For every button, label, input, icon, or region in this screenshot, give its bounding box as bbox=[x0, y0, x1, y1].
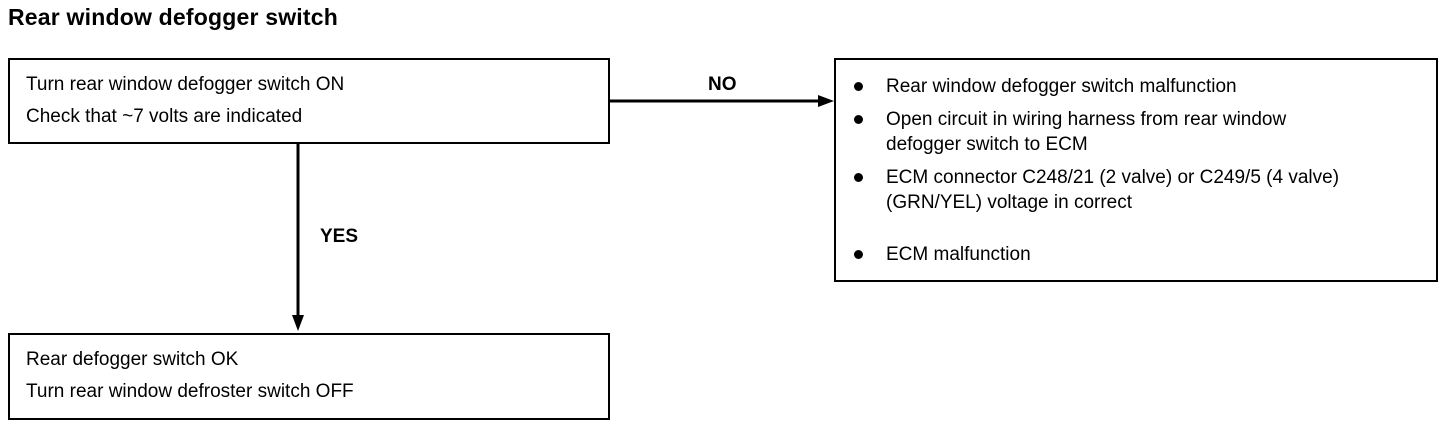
bullet-icon bbox=[854, 115, 863, 124]
fault-item-4: ECM malfunction bbox=[886, 242, 1031, 267]
yes-label: YES bbox=[320, 226, 359, 247]
check-voltage-box: Turn rear window defogger switch ON Chec… bbox=[8, 58, 610, 144]
fault-item-2: Open circuit in wiring harness from rear… bbox=[886, 107, 1286, 157]
switch-ok-box: Rear defogger switch OK Turn rear window… bbox=[8, 333, 610, 420]
no-label: NO bbox=[708, 74, 737, 95]
page-title: Rear window defogger switch bbox=[8, 4, 338, 30]
check-box-line2: Check that ~7 volts are indicated bbox=[26, 106, 303, 127]
fault-item-3: ECM connector C248/21 (2 valve) or C249/… bbox=[886, 165, 1339, 215]
bullet-icon bbox=[854, 173, 863, 182]
ok-box-line1: Rear defogger switch OK bbox=[26, 349, 239, 370]
fault-item-3-line1: ECM connector C248/21 (2 valve) or C249/… bbox=[886, 167, 1340, 188]
fault-item-2-line2: defogger switch to ECM bbox=[886, 134, 1088, 155]
ok-box-line2: Turn rear window defroster switch OFF bbox=[26, 381, 354, 402]
fault-item-1-line1: Rear window defogger switch malfunction bbox=[886, 76, 1237, 97]
fault-item-1: Rear window defogger switch malfunction bbox=[886, 74, 1237, 99]
check-box-line1: Turn rear window defogger switch ON bbox=[26, 74, 345, 95]
fault-item-4-line1: ECM malfunction bbox=[886, 244, 1031, 265]
yes-arrowhead bbox=[292, 315, 304, 331]
fault-item-3-line2: (GRN/YEL) voltage in correct bbox=[886, 192, 1133, 213]
fault-causes-box: Rear window defogger switch malfunction … bbox=[834, 58, 1438, 282]
bullet-icon bbox=[854, 82, 863, 91]
bullet-icon bbox=[854, 250, 863, 259]
fault-item-2-line1: Open circuit in wiring harness from rear… bbox=[886, 109, 1287, 130]
no-arrowhead bbox=[818, 95, 834, 107]
